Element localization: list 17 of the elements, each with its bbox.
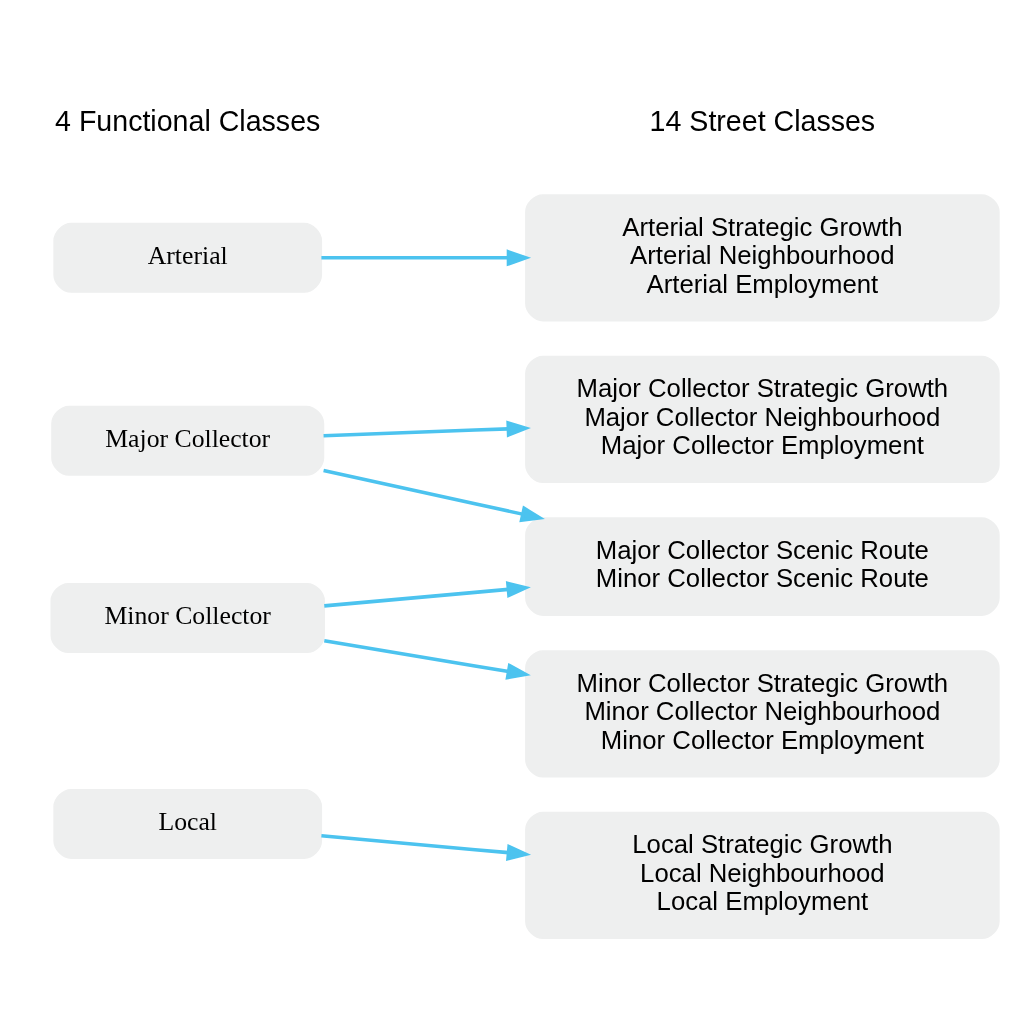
label: 4 Functional Classes [55, 104, 321, 137]
node-box: Arterial Strategic Growth Arterial Neighbourhood Arterial Employment [525, 193, 1000, 321]
arrow [323, 419, 531, 438]
arrow [321, 833, 532, 861]
node-box: Local Strategic Growth Local Neighbourhood Local Employment [525, 811, 1000, 939]
node-box: Major Collector Strategic Growth Major Collector Neighbourhood Major Collector Employment [525, 355, 1000, 483]
arrow [324, 580, 531, 608]
label: 14 Street Classes [649, 104, 876, 137]
arrow [321, 248, 532, 266]
arrow [323, 468, 545, 522]
arrow [324, 638, 531, 680]
node-box: Major Collector Scenic Route Minor Collector Scenic Route [525, 516, 1000, 616]
node-box: Arterial [53, 222, 323, 293]
node-box: Local [53, 788, 323, 859]
node-box: Major Collector [51, 405, 325, 476]
node-box: Minor Collector Strategic Growth Minor Collector Neighbourhood Minor Collector Employment [525, 649, 1000, 777]
node-box: Minor Collector [50, 582, 325, 653]
